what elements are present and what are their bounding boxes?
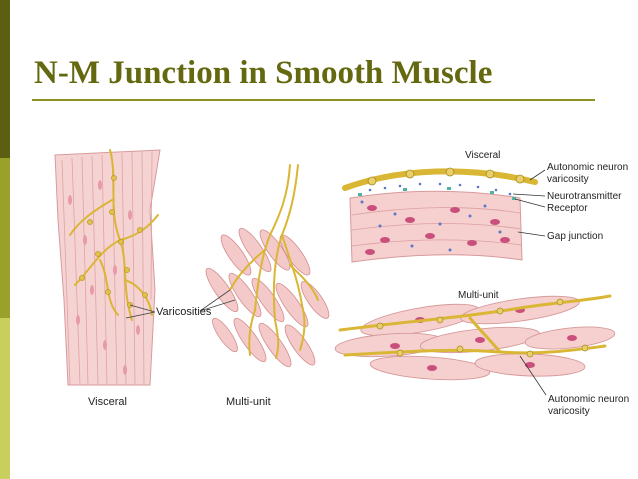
callout-bottom-line1: Autonomic neuron bbox=[548, 394, 630, 405]
callout-varicosity-line1: Autonomic neuron bbox=[547, 162, 629, 173]
sidebar-segment-dark bbox=[0, 0, 10, 158]
varicosities-label: Varicosities bbox=[156, 306, 212, 318]
multiunit-diagram-right bbox=[334, 294, 616, 381]
multiunit-title-right: Multi-unit bbox=[458, 290, 499, 301]
visceral-tissue-left bbox=[54, 149, 161, 386]
varicosities-pointers bbox=[125, 289, 236, 319]
sidebar-segment-mid bbox=[0, 158, 10, 318]
callout-bottom-line2: varicosity bbox=[548, 406, 590, 417]
visceral-title-right: Visceral bbox=[465, 150, 501, 161]
callout-gap-junction: Gap junction bbox=[547, 231, 604, 242]
visceral-callout-lines bbox=[512, 169, 546, 237]
callout-neurotransmitter: Neurotransmitter bbox=[547, 191, 622, 202]
title-underline bbox=[32, 99, 595, 101]
multiunit-tissue-left bbox=[205, 164, 330, 368]
sidebar-segment-light bbox=[0, 318, 10, 479]
multiunit-callout-line bbox=[519, 355, 547, 396]
sidebar-accent bbox=[0, 0, 10, 479]
slide-title: N-M Junction in Smooth Muscle bbox=[34, 55, 493, 91]
visceral-diagram-right bbox=[342, 167, 538, 263]
callout-varicosity-line2: varicosity bbox=[547, 174, 589, 185]
multiunit-caption: Multi-unit bbox=[226, 396, 271, 408]
callout-receptor: Receptor bbox=[547, 203, 588, 214]
visceral-caption: Visceral bbox=[88, 396, 127, 408]
